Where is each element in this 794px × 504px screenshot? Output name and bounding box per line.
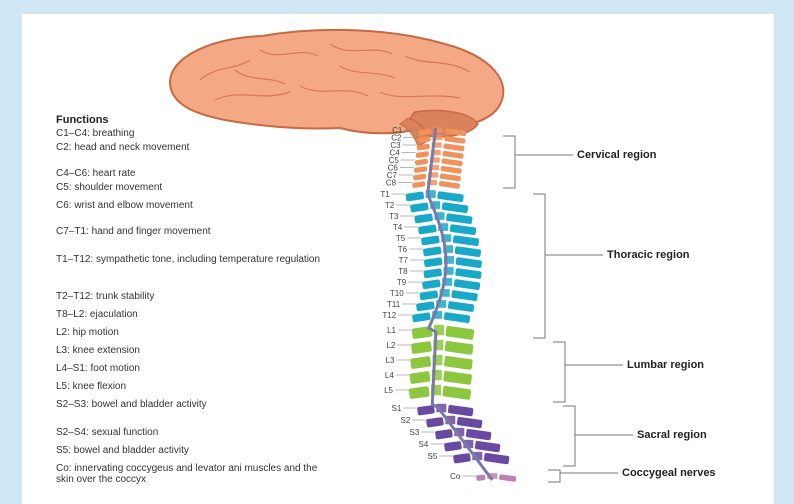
- vertebra-c4-right: [442, 151, 464, 159]
- vertebra-s2-right: [457, 417, 483, 429]
- vertebra-c6-left: [414, 166, 428, 173]
- bracket-sacral-region: [563, 406, 633, 466]
- vertebra-c8-left: [412, 181, 426, 188]
- vertebra-c3-right: [443, 143, 465, 151]
- vertebra-t2-left: [410, 202, 429, 212]
- region-label-thoracic-region: Thoracic region: [607, 249, 690, 261]
- vertebra-t10-left: [419, 290, 438, 300]
- vertebra-c5-left: [415, 159, 429, 166]
- vertebra-s5-left: [453, 453, 471, 464]
- segment-label-t11: T11: [387, 300, 401, 309]
- vertebral-column: [405, 127, 516, 482]
- vertebra-l5-right: [442, 386, 471, 400]
- vertebra-t12-right: [444, 312, 471, 323]
- vertebra-t3-left: [414, 213, 433, 223]
- segment-label-s4: S4: [419, 440, 429, 449]
- vertebra-t8-right: [455, 268, 482, 279]
- segment-label-s5: S5: [428, 452, 438, 461]
- vertebra-t9-left: [422, 279, 441, 289]
- vertebra-l3-right: [444, 356, 473, 370]
- segment-label-l1: L1: [387, 326, 396, 335]
- vertebra-s2-left: [426, 417, 444, 428]
- vertebra-c2-right: [444, 136, 466, 144]
- vertebra-l1-right: [445, 326, 474, 340]
- vertebra-l4-left: [409, 371, 430, 384]
- vertebra-t4-right: [450, 224, 477, 235]
- vertebra-t5-right: [453, 235, 480, 246]
- vertebra-co-right: [499, 474, 517, 482]
- vertebra-l2-left: [411, 341, 432, 354]
- vertebra-c7-right: [440, 173, 462, 181]
- vertebra-s3-right: [466, 429, 492, 441]
- segment-label-t9: T9: [397, 278, 407, 287]
- vertebra-t11-left: [416, 301, 435, 311]
- vertebra-s4-right: [475, 441, 501, 453]
- vertebra-t1-left: [405, 191, 424, 201]
- region-label-sacral-region: Sacral region: [637, 429, 707, 441]
- vertebra-l2-right: [445, 341, 474, 355]
- vertebra-c7-left: [413, 174, 427, 181]
- vertebra-c6-right: [440, 166, 462, 174]
- vertebra-l4-right: [443, 371, 472, 385]
- vertebra-c8-right: [439, 181, 461, 189]
- vertebra-t1-right: [437, 191, 464, 202]
- segment-label-t3: T3: [389, 212, 399, 221]
- vertebra-l5-left: [409, 386, 430, 399]
- segment-label-l5: L5: [384, 386, 393, 395]
- vertebra-t9-right: [454, 279, 481, 290]
- vertebra-t2-right: [442, 202, 469, 213]
- segment-label-co: Co: [450, 472, 461, 481]
- segment-label-l4: L4: [385, 371, 394, 380]
- bracket-cervical-region: [503, 136, 573, 188]
- vertebra-t6-right: [454, 246, 481, 257]
- vertebra-s5-right: [484, 453, 510, 465]
- segment-label-t4: T4: [393, 223, 403, 232]
- segment-label-s3: S3: [410, 428, 420, 437]
- segment-label-t8: T8: [398, 267, 408, 276]
- vertebra-t7-left: [424, 257, 443, 267]
- vertebra-s1-right: [448, 405, 474, 417]
- bracket-lumbar-region: [553, 342, 623, 402]
- segment-label-t1: T1: [380, 190, 390, 199]
- vertebra-l3-left: [410, 356, 431, 369]
- region-label-cervical-region: Cervical region: [577, 149, 657, 161]
- brain-illustration: [170, 30, 503, 146]
- segment-label-t5: T5: [396, 234, 406, 243]
- vertebra-t6-left: [423, 246, 442, 256]
- segment-label-t6: T6: [398, 245, 408, 254]
- vertebra-t7-right: [455, 257, 482, 268]
- region-label-lumbar-region: Lumbar region: [627, 359, 704, 371]
- segment-label-s1: S1: [392, 404, 402, 413]
- vertebra-t4-left: [418, 224, 437, 234]
- region-label-coccygeal-nerves: Coccygeal nerves: [622, 467, 716, 479]
- bracket-coccygeal-nerves: [548, 470, 618, 482]
- vertebra-t10-right: [451, 290, 478, 301]
- vertebra-c5-right: [441, 158, 463, 166]
- vertebra-t12-left: [412, 312, 431, 322]
- segment-label-t10: T10: [390, 289, 404, 298]
- bracket-thoracic-region: [533, 194, 603, 338]
- segment-label-s2: S2: [401, 416, 411, 425]
- vertebra-t8-left: [423, 268, 442, 278]
- vertebra-t3-right: [446, 213, 473, 224]
- segment-label-l2: L2: [386, 341, 395, 350]
- region-brackets: Cervical regionThoracic regionLumbar reg…: [503, 136, 716, 482]
- vertebra-s4-left: [444, 441, 462, 452]
- segment-label-l3: L3: [386, 356, 395, 365]
- vertebra-s1-left: [417, 405, 435, 416]
- segment-label-t2: T2: [385, 201, 395, 210]
- vertebra-t11-right: [448, 301, 475, 312]
- vertebra-t5-left: [421, 235, 440, 245]
- vertebra-co-left: [476, 474, 486, 481]
- vertebra-c4-left: [416, 151, 430, 158]
- segment-label-t12: T12: [382, 311, 396, 320]
- segment-label-c8: C8: [386, 179, 397, 188]
- vertebra-s3-left: [435, 429, 453, 440]
- segment-label-t7: T7: [399, 256, 409, 265]
